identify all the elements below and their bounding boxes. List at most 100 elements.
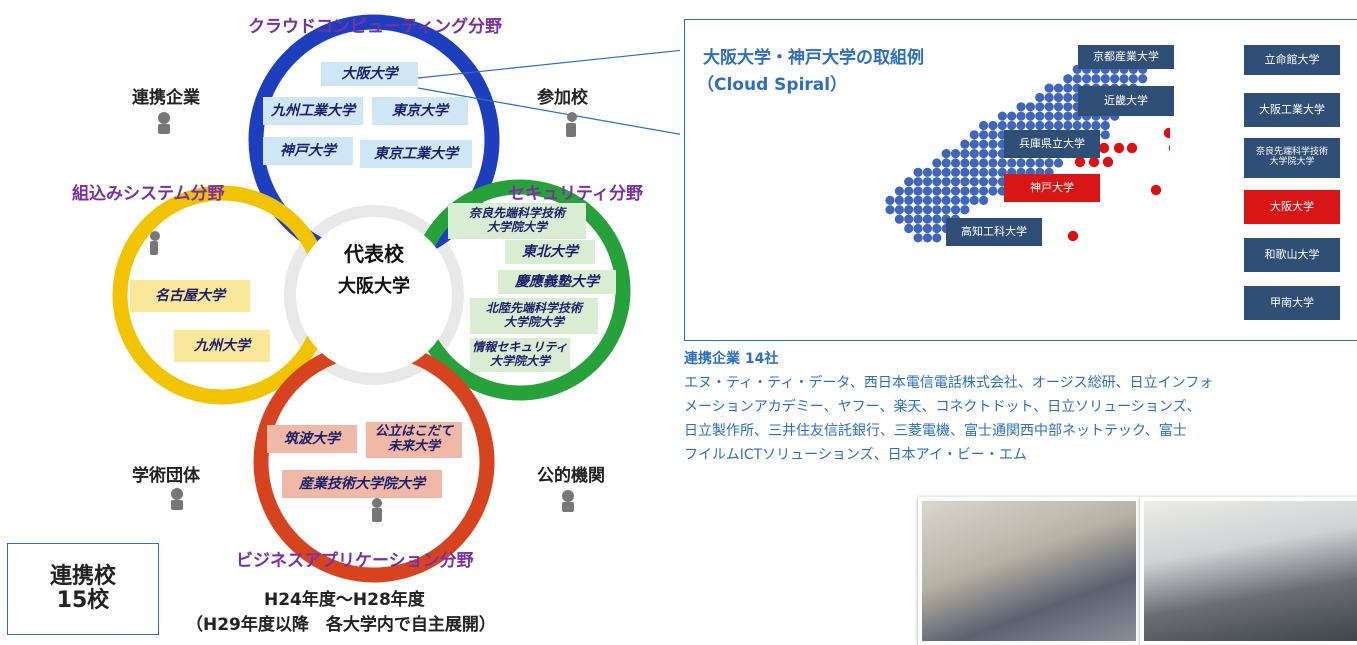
uni-cloud-tokyotech: 東京工業大学 [360, 140, 472, 168]
map-dot [1100, 130, 1110, 140]
map-dot [950, 205, 961, 215]
uni-emb-kyushu: 九州大学 [174, 330, 270, 362]
map-dot [969, 139, 979, 149]
map-label-oit: 大阪工業大学 [1244, 93, 1340, 127]
map-dot [1053, 111, 1064, 121]
map-dot [979, 120, 989, 131]
uni-emb-nagoya: 名古屋大学 [130, 280, 250, 312]
period-line2: （H29年度以降 各大学内で自主展開） [186, 615, 496, 635]
map-dot [913, 186, 923, 196]
map-dot [988, 149, 998, 159]
map-dot [932, 195, 942, 205]
map-dot [1091, 120, 1101, 131]
map-dot [1025, 102, 1035, 112]
map-dot [913, 223, 923, 234]
map-dot [913, 195, 923, 205]
map-dot-highlight [1126, 142, 1138, 154]
map-dot [1007, 111, 1017, 121]
map-dot [1091, 74, 1101, 84]
map-dot [988, 177, 998, 187]
connector-line-top [417, 49, 680, 79]
map-dot [1016, 102, 1026, 112]
map-dot [1063, 92, 1073, 103]
map-dot [979, 139, 989, 149]
map-dot [904, 205, 914, 215]
map-dot [1053, 158, 1064, 168]
map-dot [941, 177, 951, 187]
map-label-osaka: 大阪大学 [1244, 190, 1340, 224]
map-dot [1072, 74, 1082, 84]
map-dot [922, 205, 933, 215]
map-dot [997, 158, 1007, 168]
map-dot [932, 223, 942, 234]
map-label-naist: 奈良先端科学技術 大学院大学 [1244, 138, 1340, 178]
category-security: セキュリティ分野 [508, 184, 643, 204]
map-dot [950, 149, 961, 159]
rings-diagram [112, 14, 680, 583]
map-dot [960, 139, 970, 149]
map-dot [1110, 74, 1120, 84]
map-dot [1053, 120, 1064, 131]
map-dot [941, 205, 951, 215]
category-cloud: クラウドコンピューティング分野 [248, 17, 502, 37]
map-dot [988, 120, 998, 131]
photo-students-1 [918, 497, 1140, 645]
map-label-kobe: 神戸大学 [1004, 174, 1100, 202]
label-academic-societies: 学術団体 [132, 466, 200, 486]
map-label-konan: 甲南大学 [1244, 286, 1340, 320]
uni-biz-tsukuba: 筑波大学 [267, 425, 357, 453]
map-dot [1128, 74, 1138, 84]
example-subtitle: （Cloud Spiral） [697, 75, 848, 95]
map-dot [894, 214, 904, 224]
map-dot-highlight [1150, 184, 1162, 196]
map-dot [941, 158, 951, 168]
category-business: ビジネスアプリケーション分野 [236, 551, 474, 571]
map-dot [997, 120, 1007, 131]
map-dot [1053, 102, 1064, 112]
map-dot [950, 177, 961, 187]
map-dot [988, 186, 998, 196]
map-dot [922, 195, 933, 205]
map-dot [932, 177, 942, 187]
map-dot [885, 195, 895, 205]
map-dot [988, 130, 998, 140]
map-dot [913, 233, 923, 243]
map-dot [941, 167, 951, 177]
map-dot [904, 195, 914, 205]
map-dot [969, 158, 979, 168]
map-dot [1063, 102, 1073, 112]
map-dot [960, 205, 970, 215]
uni-biz-aiit: 産業技術大学院大学 [282, 470, 442, 498]
map-dot [979, 195, 989, 205]
map-dot [1035, 111, 1045, 121]
map-dot [950, 167, 961, 177]
map-dot [1053, 83, 1064, 93]
map-dot [1063, 83, 1073, 93]
map-dot [922, 186, 933, 196]
map-dot [969, 149, 979, 159]
map-dot [979, 186, 989, 196]
map-dot [1007, 120, 1017, 131]
map-dot [941, 149, 951, 159]
map-dot [988, 167, 998, 177]
map-dot-highlight [1163, 127, 1170, 139]
map-dot [932, 233, 942, 243]
photo-students-2 [1140, 497, 1357, 645]
map-dot [904, 223, 914, 234]
map-dot [960, 167, 970, 177]
map-dot [1119, 74, 1129, 84]
map-dot [969, 195, 979, 205]
uni-biz-hakodate: 公立はこだて 未来大学 [366, 422, 462, 458]
map-dot [932, 167, 942, 177]
companies-line4: フイルムICTソリューションズ、日本アイ・ビー・エム [684, 447, 1027, 463]
map-dot [904, 177, 914, 187]
map-dot-highlight [1088, 156, 1100, 168]
center-university: 大阪大学 [338, 276, 410, 297]
map-dot [894, 205, 904, 215]
map-dot [1035, 92, 1045, 103]
center-role: 代表校 [344, 242, 404, 266]
map-label-hyogo: 兵庫県立大学 [1004, 130, 1100, 158]
map-dot [988, 158, 998, 168]
map-dot [1100, 120, 1110, 131]
uni-cloud-osaka: 大阪大学 [321, 62, 418, 86]
